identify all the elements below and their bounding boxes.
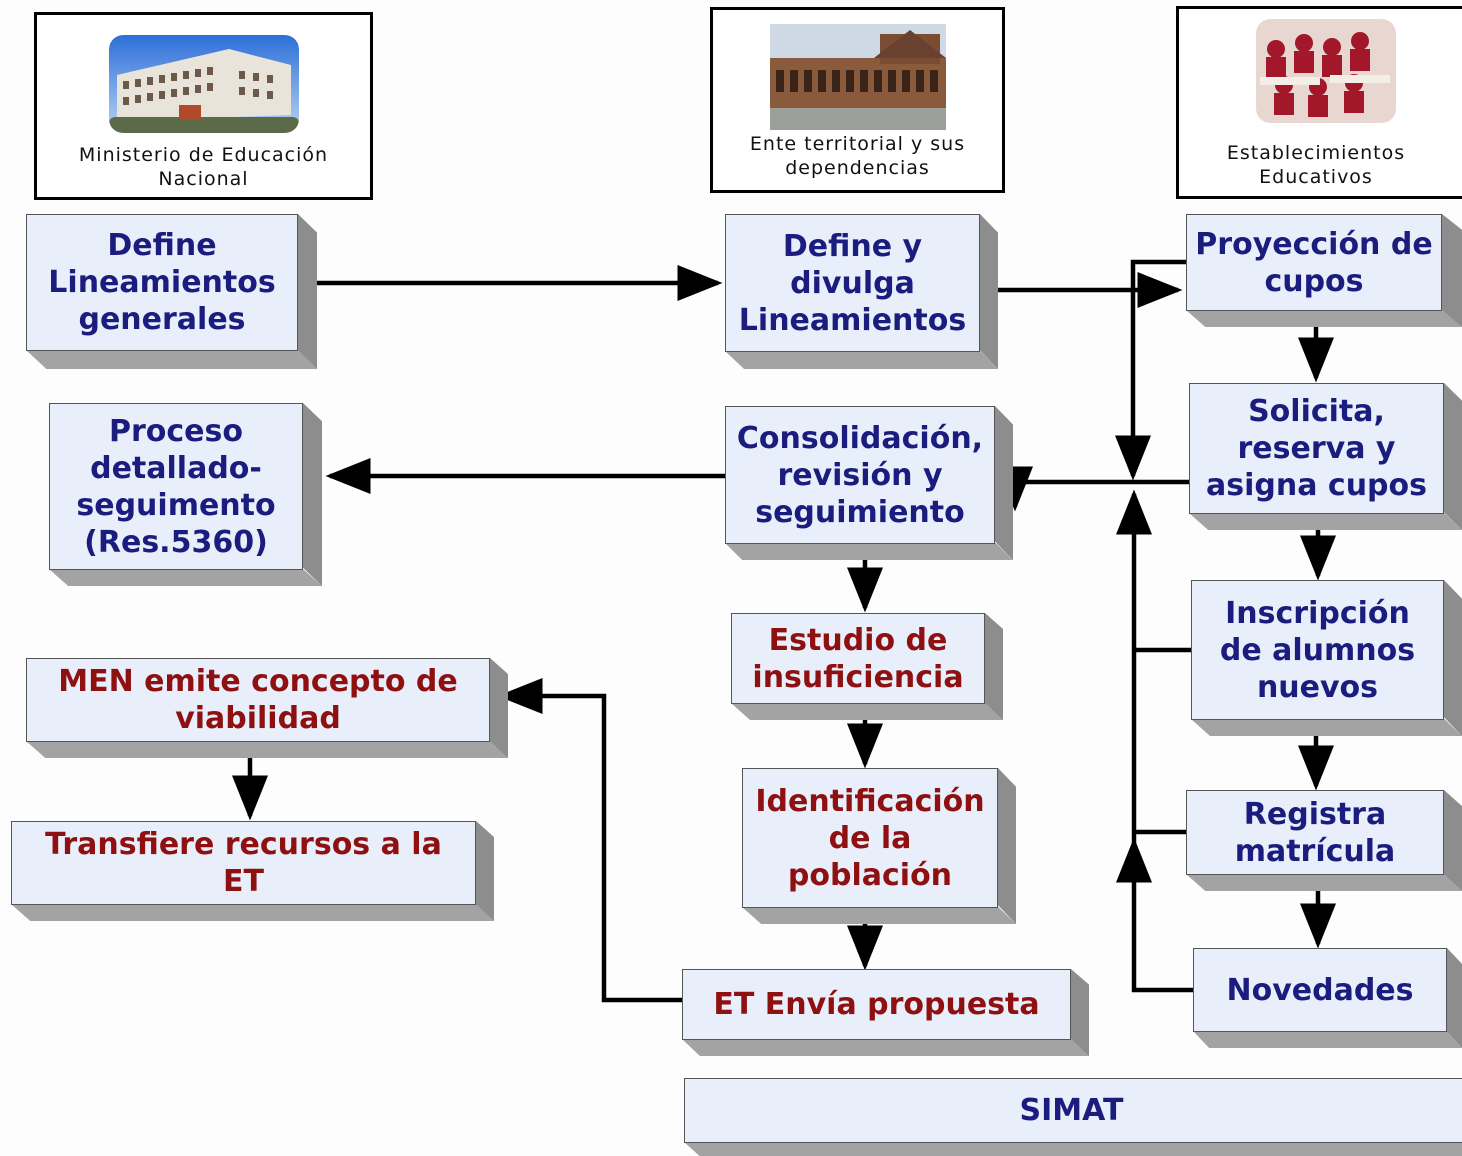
identificacion-line3: población (787, 857, 953, 893)
proceso-line3: seguimento (76, 487, 276, 523)
generales-line3: generales (78, 302, 246, 337)
classroom-photo (1256, 19, 1396, 123)
transfiere-line2: ET (223, 864, 264, 899)
box-simat: SIMAT (684, 1078, 1462, 1156)
header-ente-territorial: Ente territorial y sus dependencias (710, 7, 1005, 193)
arrow-etenvia-to-men (497, 678, 684, 1003)
men-line1: MEN emite concepto de (58, 664, 458, 699)
box-proyeccion-cupos: Proyección de cupos (1186, 214, 1462, 327)
line-novedades-to-trunk (1116, 837, 1195, 993)
inscripcion-line2: de alumnos (1219, 632, 1416, 668)
proceso-line2: detallado- (90, 450, 262, 486)
establecimientos-caption-line1: Establecimientos (1226, 142, 1406, 164)
divulga-line3: Lineamientos (738, 302, 967, 338)
registra-line2: matrícula (1234, 833, 1396, 869)
inscripcion-line1: Inscripción (1225, 595, 1410, 631)
box-define-divulga-lineamientos: Define y divulga Lineamientos (725, 214, 998, 369)
box-transfiere-recursos: Transfiere recursos a la ET (11, 821, 494, 921)
registra-line1: Registra (1243, 796, 1387, 832)
box-novedades: Novedades (1193, 948, 1462, 1048)
ministerio-caption-line2: Nacional (158, 168, 249, 190)
solicita-line1: Solicita, (1248, 394, 1385, 429)
ente-caption-line1: Ente territorial y sus (749, 133, 966, 155)
solicita-line3: asigna cupos (1206, 468, 1427, 503)
simat-label: SIMAT (1019, 1093, 1124, 1128)
header-ministerio: Ministerio de Educación Nacional (34, 12, 373, 200)
ministerio-caption-line1: Ministerio de Educación (78, 144, 329, 166)
estudio-line2: insuficiencia (752, 659, 964, 695)
box-consolidacion: Consolidación, revisión y seguimiento (725, 406, 1013, 560)
box-et-envia-propuesta: ET Envía propuesta (682, 969, 1089, 1056)
box-estudio-insuficiencia: Estudio de insuficiencia (731, 613, 1003, 720)
generales-line2: Lineamientos (48, 265, 276, 300)
identificacion-line2: de la (828, 820, 912, 856)
box-define-lineamientos-generales: Define Lineamientos generales (26, 214, 317, 369)
consolidacion-line1: Consolidación, (736, 420, 984, 456)
consolidacion-line2: revisión y (777, 457, 943, 493)
proceso-line4: (Res.5360) (84, 524, 268, 560)
arrow-solicita-to-consolidacion (997, 466, 1192, 512)
proceso-line1: Proceso (108, 413, 243, 449)
novedades-line1: Novedades (1226, 972, 1414, 1008)
etenvia-line1: ET Envía propuesta (713, 987, 1040, 1022)
ministerio-building-photo (108, 35, 299, 133)
establecimientos-caption-line2: Educativos (1259, 166, 1373, 188)
arrow-proyeccion-to-junction (1115, 259, 1188, 481)
solicita-line2: reserva y (1237, 431, 1396, 466)
identificacion-line1: Identificación (755, 783, 985, 819)
estudio-line1: Estudio de (768, 622, 948, 658)
box-solicita-reserva-asigna: Solicita, reserva y asigna cupos (1189, 383, 1462, 530)
ente-building-photo (769, 24, 946, 130)
header-establecimientos: Establecimientos Educativos (1176, 6, 1462, 199)
generales-line1: Define (107, 228, 217, 263)
box-identificacion-poblacion: Identificación de la población (742, 768, 1016, 924)
box-proceso-detallado: Proceso detallado- seguimento (Res.5360) (49, 403, 322, 586)
men-line2: viabilidad (175, 701, 341, 736)
consolidacion-line3: seguimiento (755, 494, 965, 530)
box-men-emite-concepto: MEN emite concepto de viabilidad (26, 658, 508, 758)
proyeccion-line2: cupos (1264, 263, 1364, 299)
proyeccion-line1: Proyección de (1195, 226, 1433, 262)
box-registra-matricula: Registra matrícula (1186, 790, 1462, 891)
ente-caption-line2: dependencias (785, 157, 930, 179)
transfiere-line1: Transfiere recursos a la (45, 827, 442, 862)
divulga-line1: Define y (782, 228, 923, 264)
inscripcion-line3: nuevos (1256, 669, 1379, 705)
divulga-line2: divulga (790, 265, 915, 301)
box-inscripcion-alumnos: Inscripción de alumnos nuevos (1191, 580, 1462, 736)
